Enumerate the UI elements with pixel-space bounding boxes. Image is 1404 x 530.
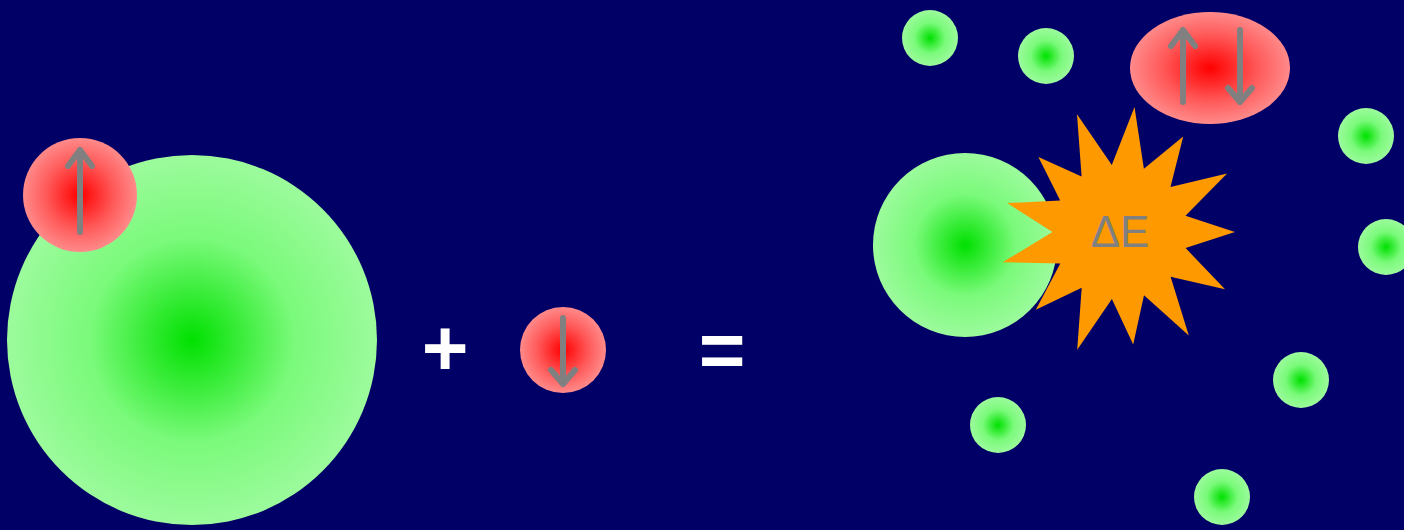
operator-sign: = <box>699 310 746 390</box>
fragment <box>1358 219 1404 275</box>
spin-down-arrow <box>551 318 575 384</box>
fragment <box>902 10 958 66</box>
fragment <box>1018 28 1074 84</box>
free-particle <box>520 307 606 393</box>
energy-burst: ΔE <box>995 102 1245 362</box>
fragment <box>970 397 1026 453</box>
bound-particle <box>23 138 137 252</box>
energy-label: ΔE <box>1091 207 1150 257</box>
particle-pair <box>1130 12 1290 124</box>
remnant-nucleus <box>873 153 1057 337</box>
star-shape <box>1003 107 1235 350</box>
fragment <box>1338 108 1394 164</box>
fragment <box>1273 352 1329 408</box>
spin-up-arrow <box>68 150 92 232</box>
spin-down-arrow <box>1228 30 1252 102</box>
operator-sign: + <box>422 308 469 388</box>
spin-up-arrow <box>1171 30 1195 102</box>
fragment <box>1194 469 1250 525</box>
